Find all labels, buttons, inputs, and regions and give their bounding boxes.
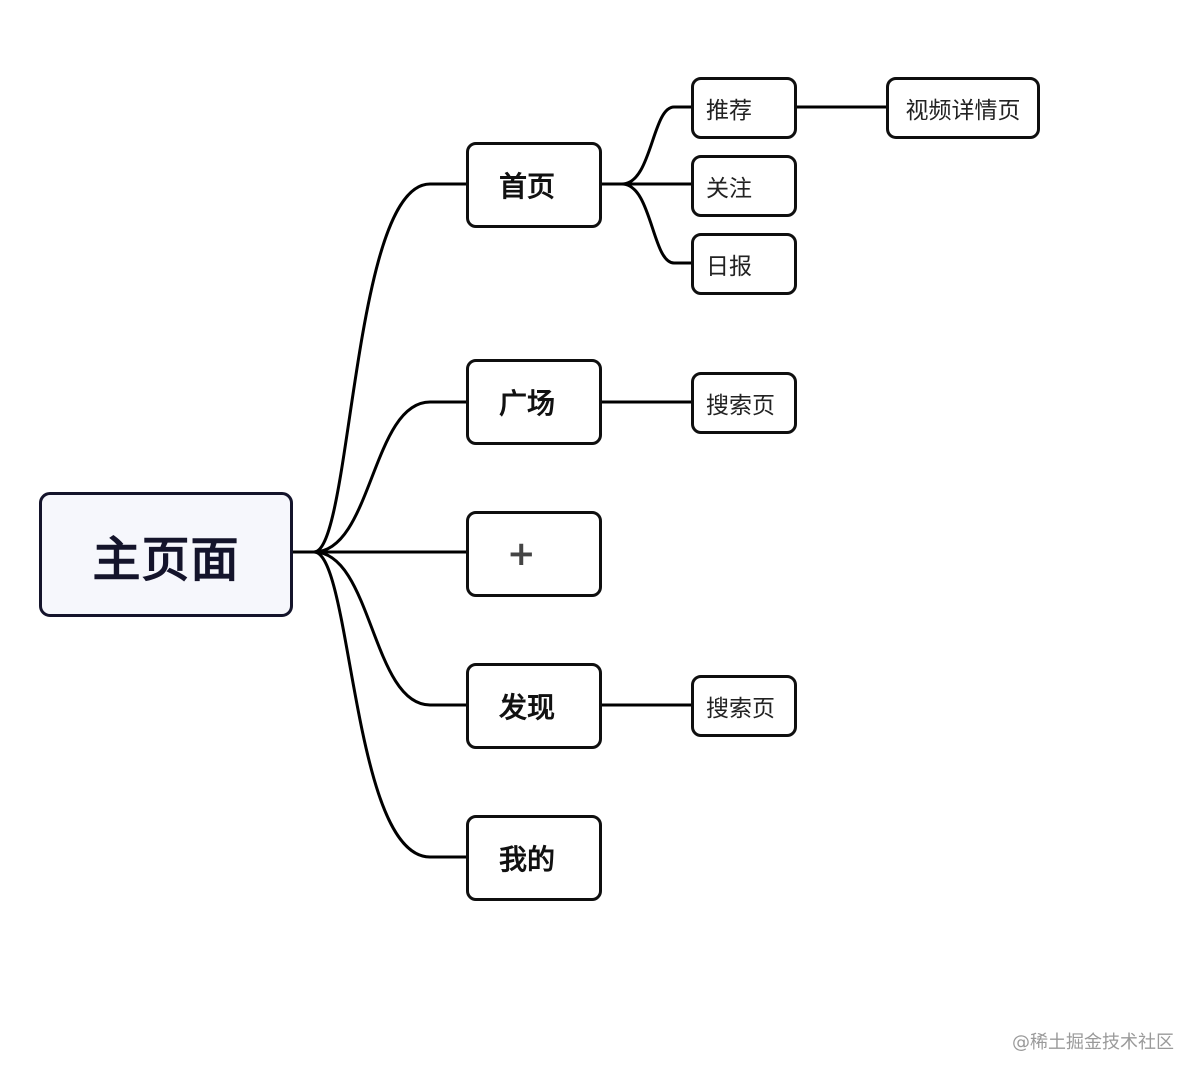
root-node-label: 主页面 bbox=[92, 531, 240, 588]
node-tuijian: 推荐 bbox=[691, 77, 797, 139]
node-shouye-label: 首页 bbox=[498, 170, 555, 203]
node-sousuo-guangchang: 搜索页 bbox=[691, 372, 797, 434]
node-wode-label: 我的 bbox=[498, 843, 555, 876]
node-faxian-label: 发现 bbox=[498, 691, 555, 724]
node-guanzhu: 关注 bbox=[691, 155, 797, 217]
node-shouye: 首页 bbox=[466, 142, 602, 228]
node-tuijian-label: 推荐 bbox=[706, 98, 752, 124]
root-node: 主页面 bbox=[39, 492, 293, 617]
node-plus: + bbox=[466, 511, 602, 597]
connector-root-faxian bbox=[312, 550, 468, 707]
node-guangchang: 广场 bbox=[466, 359, 602, 445]
node-shipin-xiangqing: 视频详情页 bbox=[886, 77, 1040, 139]
node-ribao-label: 日报 bbox=[706, 254, 752, 280]
node-guanzhu-label: 关注 bbox=[706, 176, 752, 202]
node-sousuo-faxian-label: 搜索页 bbox=[706, 696, 775, 722]
node-plus-label: + bbox=[507, 534, 536, 574]
watermark-text: @稀土掘金技术社区 bbox=[1012, 1032, 1174, 1053]
node-sousuo-guangchang-label: 搜索页 bbox=[706, 393, 775, 419]
node-ribao: 日报 bbox=[691, 233, 797, 295]
connector-root-shouye bbox=[291, 182, 468, 554]
connector-root-wode bbox=[312, 550, 468, 859]
connector-shouye-ribao bbox=[620, 182, 693, 265]
connector-shouye-tuijian bbox=[600, 105, 693, 186]
node-sousuo-faxian: 搜索页 bbox=[691, 675, 797, 737]
node-shipin-xiangqing-label: 视频详情页 bbox=[905, 98, 1021, 124]
connector-root-guangchang bbox=[312, 400, 468, 554]
node-guangchang-label: 广场 bbox=[498, 387, 555, 420]
node-faxian: 发现 bbox=[466, 663, 602, 749]
node-wode: 我的 bbox=[466, 815, 602, 901]
